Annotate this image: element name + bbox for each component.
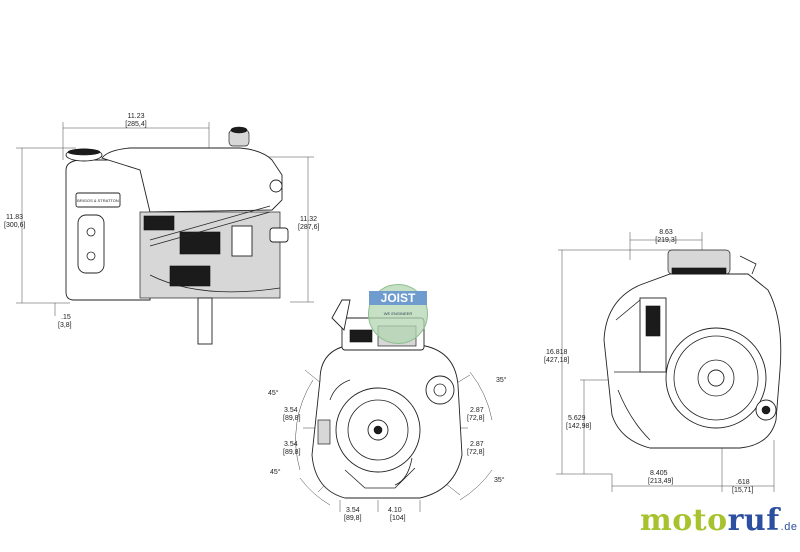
left-dim-2-in: 3.54	[284, 441, 298, 448]
right-dim-1-mm: [72,8]	[467, 415, 485, 422]
front-mid-mm: [142,98]	[566, 423, 591, 430]
angle-bottom-left: 45°	[270, 468, 281, 476]
stamp-title: JOIST	[369, 291, 427, 305]
left-dim-1-in: 3.54	[284, 407, 298, 414]
left-dim-2-mm: [89,8]	[283, 449, 301, 456]
side-height-mm: [300,6]	[4, 222, 25, 229]
left-dim-1-mm: [89,8]	[283, 415, 301, 422]
angle-top-right: 35°	[496, 376, 507, 384]
right-dim-2-in: 2.87	[470, 441, 484, 448]
watermark-part2: ruf	[727, 503, 780, 538]
side-width-in: 11.23	[128, 113, 145, 120]
side-height2-in: 11.32	[300, 216, 317, 223]
right-dim-2-mm: [72,8]	[467, 449, 485, 456]
front-height-in: 16.818	[546, 349, 568, 356]
right-dim-1-in: 2.87	[470, 407, 484, 414]
front-width-mm: [219,3]	[655, 237, 676, 244]
brand-badge: BRIGGS & STRATTON	[77, 198, 119, 203]
motoruf-watermark: motoruf.de	[640, 506, 797, 536]
watermark-suffix: .de	[780, 521, 798, 533]
front-width-in: 8.63	[659, 229, 673, 236]
side-width-mm: [285,4]	[125, 121, 146, 128]
front-view: 8.63 [219,3] 16.818 [427,18] 5.629 [142,…	[544, 229, 782, 494]
front-small-mm: [15,71]	[732, 487, 753, 494]
bottom-dim-1-in: 3.54	[346, 507, 360, 514]
side-view: 11.23 [285,4] 11.83 [300,6] 11.32 [287,6…	[4, 113, 319, 345]
side-offset-mm: [3,8]	[58, 322, 72, 329]
front-height-mm: [427,18]	[544, 357, 569, 364]
stamp-subtitle: WE ENGINEER	[383, 311, 413, 316]
front-bottom-in: 8.405	[650, 470, 668, 477]
bottom-dim-1-mm: [89,8]	[344, 515, 362, 522]
front-small-in: .618	[736, 479, 750, 486]
bottom-dim-2-mm: [104]	[390, 515, 406, 522]
watermark-part1: moto	[640, 503, 728, 538]
front-bottom-mm: [213,49]	[648, 478, 673, 485]
bottom-dim-2-in: 4.10	[388, 507, 402, 514]
front-mid-in: 5.629	[568, 415, 586, 422]
angle-top-left: 45°	[268, 389, 279, 397]
bottom-view: 45° 45° 35° 35° 3.54 [89,8] 3.54 [89,8] …	[268, 299, 507, 522]
side-height2-mm: [287,6]	[298, 224, 319, 231]
joist-stamp: JOIST WE ENGINEER	[368, 284, 428, 344]
side-height-in: 11.83	[6, 214, 23, 221]
angle-bottom-right: 35°	[494, 476, 505, 484]
side-offset-in: .15	[61, 314, 71, 321]
